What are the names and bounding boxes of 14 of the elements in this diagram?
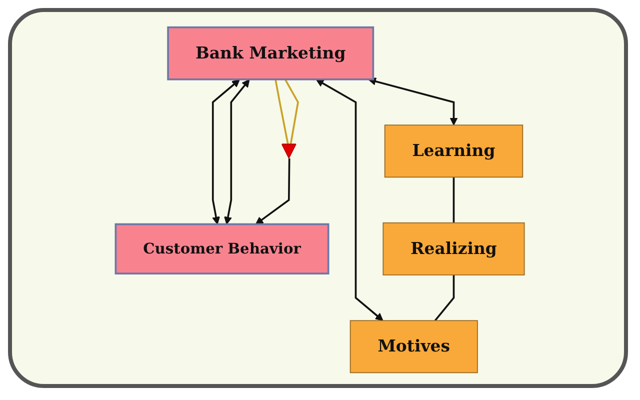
arrow xyxy=(316,79,384,321)
arrow xyxy=(224,79,250,225)
connector xyxy=(274,79,289,145)
arrow xyxy=(368,77,458,126)
connector xyxy=(452,177,455,223)
node-box: Realizing xyxy=(382,222,525,276)
connector xyxy=(434,274,455,322)
node-box: Motives xyxy=(350,320,478,374)
arrow xyxy=(212,79,240,225)
node-box: Bank Marketing xyxy=(167,26,374,80)
node-box: Customer Behavior xyxy=(114,223,330,274)
arrow xyxy=(255,158,290,225)
connector xyxy=(284,78,299,145)
node-box: Learning xyxy=(384,124,524,178)
